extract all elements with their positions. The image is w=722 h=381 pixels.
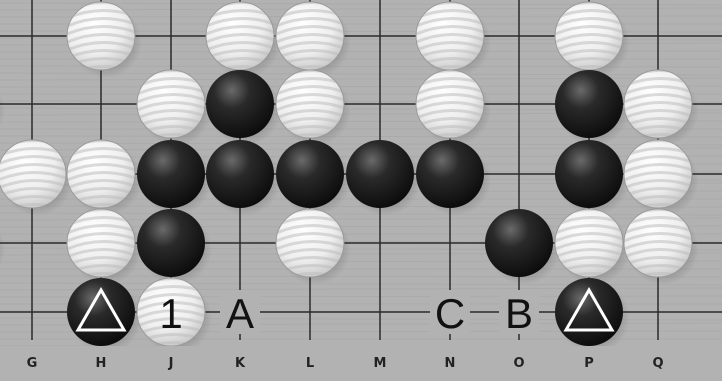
black-stone-body	[555, 140, 623, 208]
column-label-m: M	[374, 356, 387, 371]
column-label-n: N	[445, 356, 456, 371]
point-label-mask	[220, 290, 260, 334]
black-stone-body	[416, 140, 484, 208]
column-label-q: Q	[652, 356, 663, 371]
column-label-h: H	[96, 356, 107, 371]
column-label-k: K	[235, 356, 245, 371]
black-stone-body	[206, 140, 274, 208]
column-label-p: P	[584, 356, 594, 371]
black-stone-body	[276, 140, 344, 208]
black-stone-body	[346, 140, 414, 208]
column-label-g: G	[27, 356, 38, 371]
black-stone-body	[137, 140, 205, 208]
black-stone-body	[485, 209, 553, 277]
black-stone-body	[137, 209, 205, 277]
black-stone-body	[555, 70, 623, 138]
column-label-l: L	[306, 356, 314, 371]
point-label-mask	[499, 290, 539, 334]
column-label-o: O	[513, 356, 524, 371]
column-label-j: J	[169, 356, 174, 371]
point-label-mask	[430, 290, 470, 334]
coordinate-strip	[0, 346, 722, 381]
black-stone-body	[206, 70, 274, 138]
